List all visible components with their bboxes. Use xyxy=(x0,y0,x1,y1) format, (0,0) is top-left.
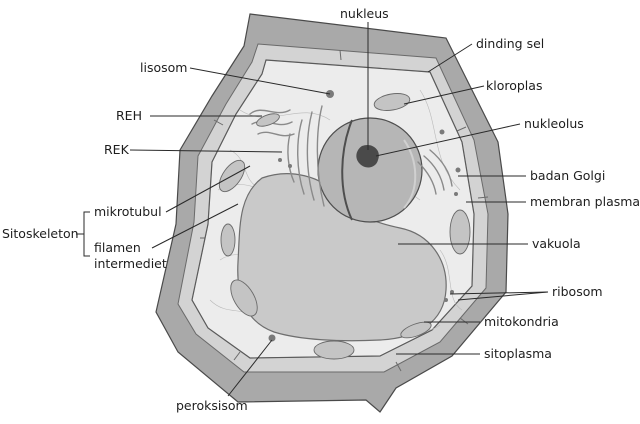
ribosome xyxy=(278,158,282,162)
labels: nukleus dinding sel lisosom kloroplas RE… xyxy=(2,6,640,413)
label-rek: REK xyxy=(104,142,130,157)
plasmodesma xyxy=(477,196,489,199)
leader-kloroplas xyxy=(403,85,485,105)
mitochondria xyxy=(220,113,432,339)
label-ribosom: ribosom xyxy=(552,284,603,299)
label-lisosom: lisosom xyxy=(140,60,187,75)
plasmodesma xyxy=(395,361,402,372)
label-sitoskeleton: Sitoskeleton xyxy=(2,226,79,241)
label-peroksisom: peroksisom xyxy=(176,398,248,413)
label-nukleolus: nukleolus xyxy=(524,116,584,131)
ribosome xyxy=(444,298,448,302)
sitoskeleton-bracket xyxy=(83,211,90,257)
leader-ribosom-b xyxy=(457,291,549,301)
leader-ribosom-a xyxy=(449,291,549,295)
plasmodesma xyxy=(233,351,241,361)
ribosome xyxy=(288,164,292,168)
label-membran-plasma: membran plasma xyxy=(530,194,640,209)
chloroplast xyxy=(373,93,411,111)
leader-mikrotubul xyxy=(165,165,251,213)
plasmodesma xyxy=(339,49,342,61)
plasmodesma xyxy=(456,126,467,132)
peroxisome xyxy=(268,334,276,342)
label-filamen-line2: intermediet xyxy=(94,256,167,271)
leader-peroksisom xyxy=(227,339,273,397)
ribosome xyxy=(450,290,454,294)
plasmodesma xyxy=(459,317,469,325)
label-reh: REH xyxy=(116,108,142,123)
plasmodesma xyxy=(213,119,224,126)
plasma-membrane xyxy=(191,59,475,359)
leader-dinding-sel xyxy=(427,43,473,73)
nuclear-envelope xyxy=(341,119,353,221)
label-filamen-line1: filamen xyxy=(94,240,141,255)
label-dinding-sel: dinding sel xyxy=(476,36,544,51)
golgi-body xyxy=(417,149,461,196)
mitochondrion xyxy=(256,113,280,127)
nucleus xyxy=(317,117,423,223)
nuclear-envelope-highlight xyxy=(403,139,417,209)
leader-rek xyxy=(129,149,283,153)
chloroplast xyxy=(449,209,471,255)
chloroplast xyxy=(230,279,258,317)
label-kloroplas: kloroplas xyxy=(486,78,542,93)
rough-er xyxy=(287,105,325,207)
leader-nukleolus xyxy=(375,123,521,157)
label-vakuola: vakuola xyxy=(532,236,581,251)
label-mikrotubul: mikrotubul xyxy=(94,204,162,219)
leader-filamen-intermediet xyxy=(151,203,239,249)
nucleolus xyxy=(356,144,379,168)
label-nukleus: nukleus xyxy=(340,6,389,21)
label-mitokondria: mitokondria xyxy=(484,314,559,329)
mitochondrion xyxy=(220,223,236,257)
label-sitoplasma: sitoplasma xyxy=(484,346,552,361)
chloroplast xyxy=(313,340,355,360)
leader-lisosom xyxy=(189,67,331,95)
mitochondrion xyxy=(400,321,432,339)
label-badan-golgi: badan Golgi xyxy=(530,168,605,183)
leader-lines xyxy=(129,22,549,397)
ribosome xyxy=(439,129,445,135)
